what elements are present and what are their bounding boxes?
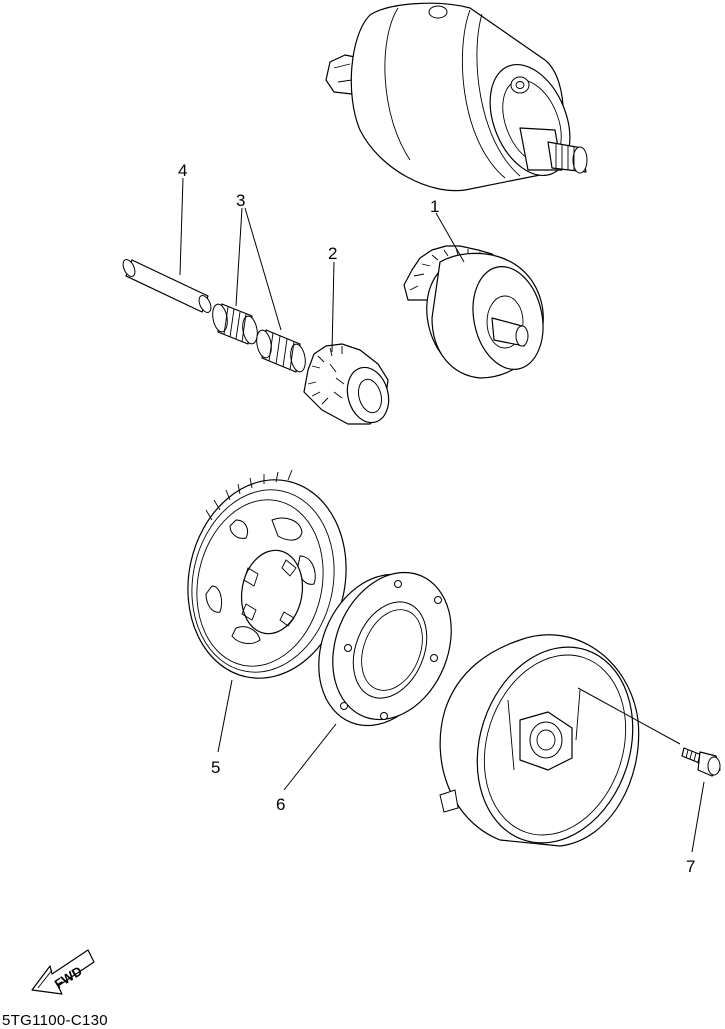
- callout-1: 1: [430, 197, 439, 216]
- callout-labels: 1 2 3 4 5 6 7: [178, 161, 695, 876]
- fwd-arrow-icon: FWD: [31, 949, 95, 995]
- callout-2: 2: [328, 244, 337, 263]
- starter-motor: [325, 2, 588, 192]
- leader-lines: [179, 177, 705, 853]
- diagram-code: 5TG1100-C130: [2, 1012, 108, 1029]
- rotor: [439, 634, 640, 847]
- part-6-one-way-clutch: [318, 571, 452, 727]
- callout-5: 5: [211, 758, 220, 777]
- part-5-starter-clutch-gear: [187, 469, 347, 679]
- part-3-bearing-a: [212, 303, 258, 345]
- callout-7: 7: [686, 857, 695, 876]
- callout-6: 6: [276, 795, 285, 814]
- part-4-shaft: [122, 259, 212, 313]
- part-7-bolt: [681, 747, 721, 777]
- part-3-bearing-b: [256, 329, 306, 373]
- callout-3: 3: [236, 191, 245, 210]
- callout-4: 4: [178, 161, 187, 180]
- part-1-starter-idle-gear: [403, 245, 544, 379]
- part-2-idle-gear: [303, 343, 390, 425]
